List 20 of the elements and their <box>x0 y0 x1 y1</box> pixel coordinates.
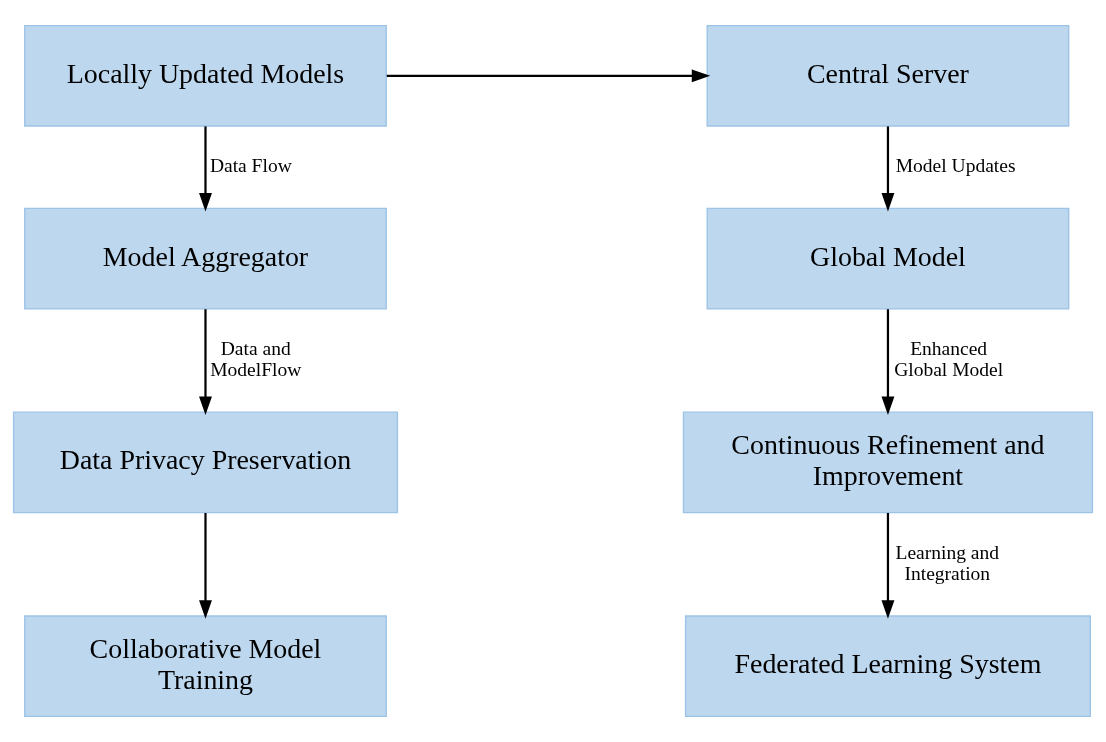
arrow <box>386 69 711 83</box>
node-box: Collaborative Model Training <box>24 615 387 718</box>
node-box: Central Server <box>706 24 1070 127</box>
edge-label: Model Updates <box>895 155 1016 177</box>
node-box: Data Privacy Preservation <box>12 411 399 514</box>
arrow <box>199 126 212 212</box>
edge-label: Enhanced Global Model <box>894 338 1004 381</box>
arrow <box>881 309 895 416</box>
arrow <box>881 513 895 619</box>
node-box: Locally Updated Models <box>24 24 387 127</box>
node-box: Continuous Refinement and Improvement <box>682 411 1094 514</box>
arrow <box>199 309 212 416</box>
node-box: Global Model <box>706 207 1070 310</box>
node-box: Model Aggregator <box>24 207 387 310</box>
arrow <box>199 513 212 619</box>
arrow <box>881 126 895 212</box>
edge-label: Data Flow <box>209 155 292 177</box>
edge-label: Data and ModelFlow <box>210 338 302 381</box>
node-box: Federated Learning System <box>684 615 1091 718</box>
edge-label: Learning and Integration <box>895 541 1000 584</box>
